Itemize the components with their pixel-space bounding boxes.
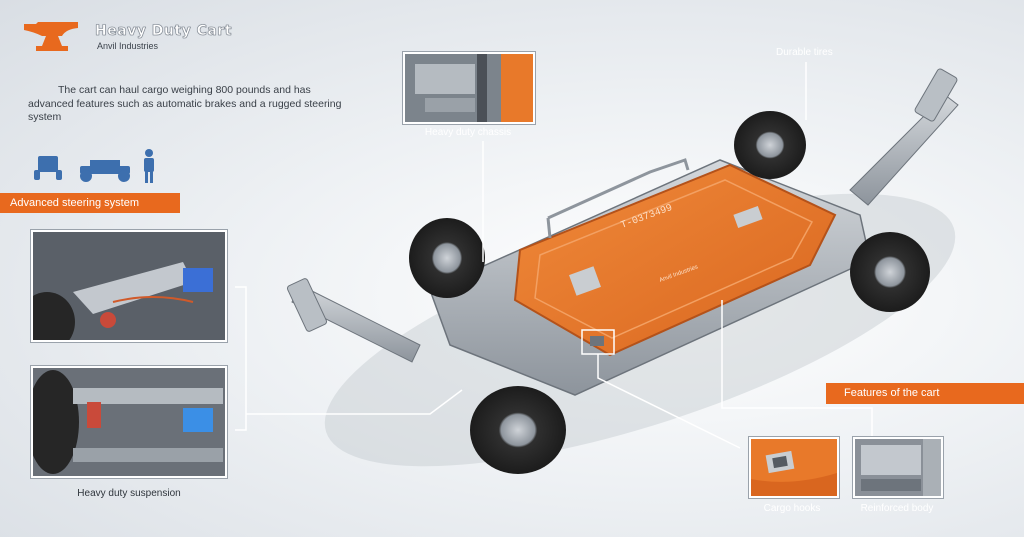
anvil-icon: [24, 22, 78, 51]
wheel-rear-right: [850, 232, 930, 312]
rear-tow-arm: [849, 68, 959, 206]
page-title: Heavy Duty Cart: [95, 23, 232, 40]
cart-front-icon: [34, 156, 62, 180]
deck-plate: [733, 205, 763, 229]
steering-tag: Advanced steering system: [0, 193, 180, 213]
wheel-front-right: [470, 386, 566, 474]
cart-side-icon: [80, 160, 130, 182]
cargo-hook: [590, 336, 604, 346]
chassis-thumbnail: [403, 52, 535, 124]
suspension-thumbnail: [31, 366, 227, 478]
wheel-rear-left: [734, 111, 806, 179]
wheel-front-left: [409, 218, 485, 298]
chassis-caption: Heavy duty chassis: [424, 127, 512, 138]
person-icon: [144, 149, 154, 183]
deck-rail: [547, 158, 690, 220]
cargo-hooks-thumbnail: [749, 437, 839, 498]
intro-text: The cart can haul cargo weighing 800 pou…: [28, 84, 342, 123]
deck-plate: [569, 266, 601, 296]
tires-caption: Durable tires: [776, 47, 833, 58]
page-subtitle: Anvil Industries: [97, 41, 159, 51]
reinforced-body-caption: Reinforced body: [860, 503, 934, 514]
steering-thumbnail: [31, 230, 227, 342]
front-tow-arm: [286, 278, 421, 363]
cargo-hooks-caption: Cargo hooks: [763, 503, 821, 514]
size-comparison-silhouettes: [34, 149, 154, 183]
features-tag: Features of the cart: [826, 383, 1024, 404]
suspension-caption: Heavy duty suspension: [77, 488, 181, 499]
reinforced-body-thumbnail: [853, 437, 943, 498]
